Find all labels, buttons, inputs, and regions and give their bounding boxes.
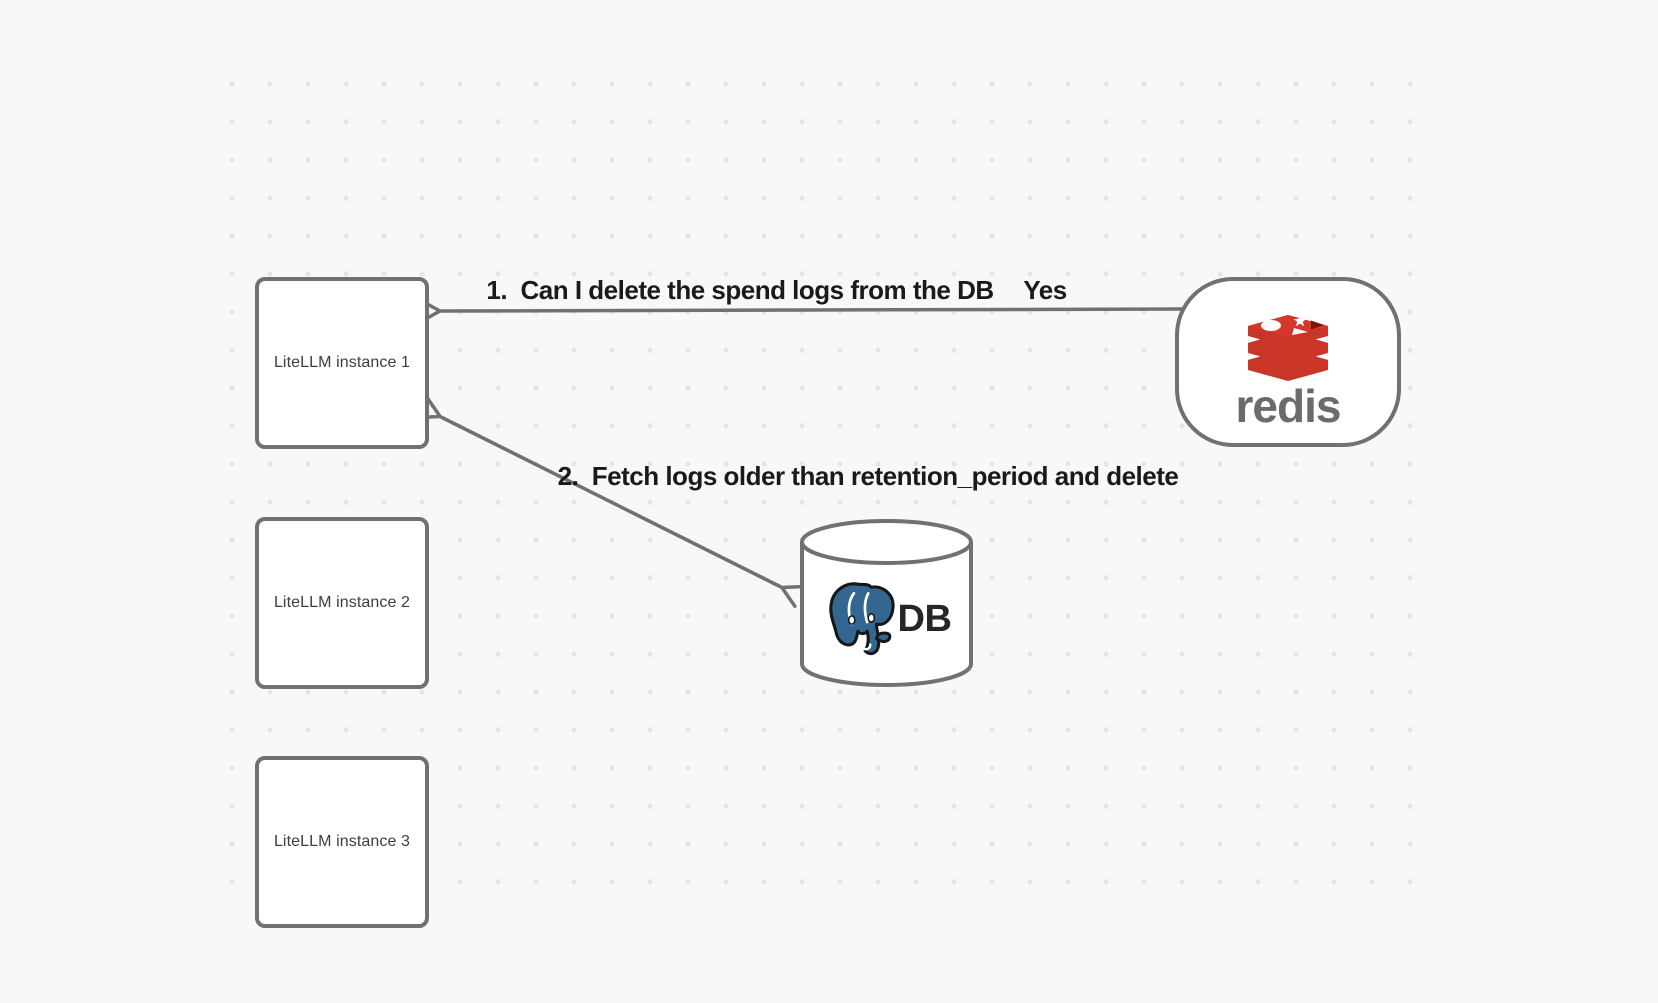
node-litellm-instance-1[interactable]: LiteLLM instance 1 [255,277,429,449]
postgresql-logo-icon [828,582,895,656]
redis-logo-icon [1248,315,1328,381]
node-label: LiteLLM instance 2 [273,594,411,611]
arrow-1[interactable] [418,296,1204,324]
database-label: DB [897,597,952,640]
node-database[interactable]: DB [806,576,968,662]
node-label: LiteLLM instance 3 [273,833,411,850]
node-litellm-instance-2[interactable]: LiteLLM instance 2 [255,517,429,689]
arrow-2[interactable] [415,396,807,608]
arrow-1-response-label[interactable]: Yes [1023,275,1067,305]
node-litellm-instance-3[interactable]: LiteLLM instance 3 [255,756,429,928]
node-label: LiteLLM instance 1 [273,354,411,371]
arrow-2-label[interactable]: 2. Fetch logs older than retention_perio… [557,461,1179,491]
node-redis[interactable]: redis [1175,277,1401,447]
arrow-1-label[interactable]: 1. Can I delete the spend logs from the … [486,275,994,305]
redis-wordmark: redis [1235,380,1342,432]
